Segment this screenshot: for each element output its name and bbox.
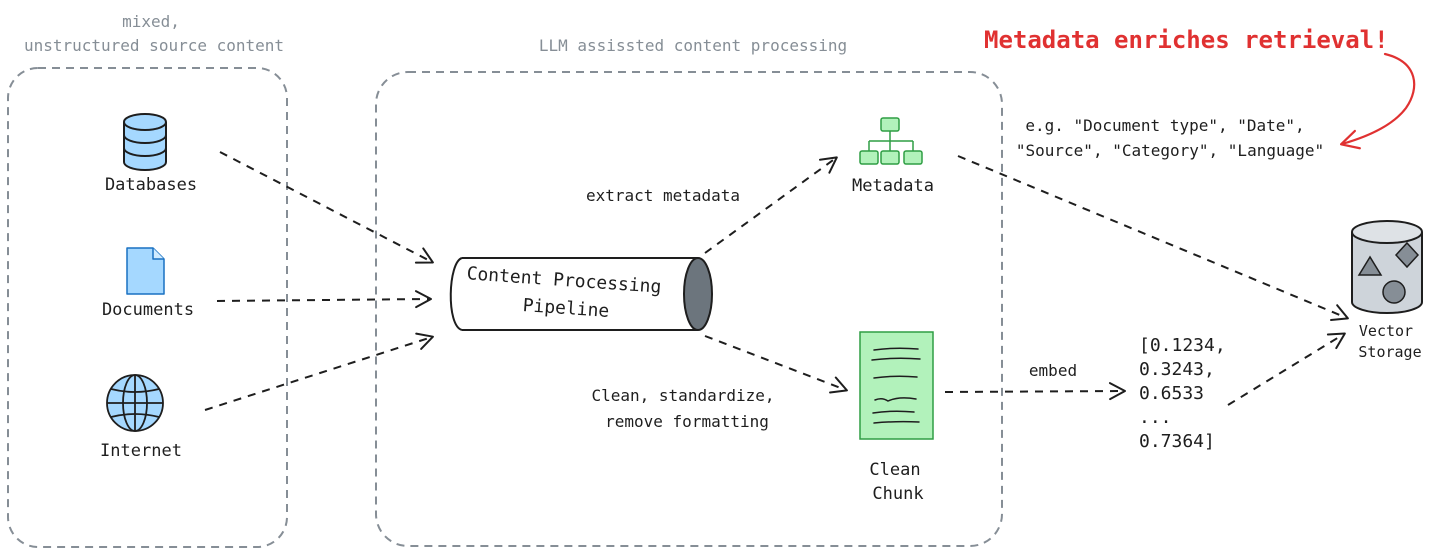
globe-icon xyxy=(106,374,164,432)
processing-group-frame xyxy=(375,71,1003,547)
processing-group-title: LLM assissted content processing xyxy=(538,36,848,55)
label-clean-chunk-line1: Clean xyxy=(869,460,921,480)
arrow-vector-to-storage xyxy=(1227,332,1346,406)
arrow-databases-to-pipeline xyxy=(219,151,434,264)
vector-value: ... xyxy=(1139,407,1172,428)
label-clean-line1: Clean, standardize, xyxy=(591,386,775,405)
label-extract-metadata: extract metadata xyxy=(585,186,741,205)
label-clean-line2: remove formatting xyxy=(605,412,769,431)
embedding-vector: [0.1234, 0.3243, 0.6533 ... 0.7364] xyxy=(1139,334,1226,454)
database-icon xyxy=(123,113,167,171)
label-internet: Internet xyxy=(100,441,182,461)
label-databases: Databases xyxy=(104,175,198,195)
annotation-example-line2: "Source", "Category", "Language" xyxy=(1015,141,1325,160)
source-group-title-line2: unstructured source content xyxy=(23,36,285,55)
arrow-documents-to-pipeline xyxy=(216,290,432,309)
vector-storage-icon xyxy=(1351,220,1423,314)
arrow-chunk-to-vector xyxy=(944,382,1126,401)
arrow-pipeline-to-chunk xyxy=(704,335,848,394)
label-embed: embed xyxy=(1028,361,1078,380)
annotation-example-line1: e.g. "Document type", "Date", xyxy=(1025,116,1305,135)
arrow-pipeline-to-metadata xyxy=(704,156,838,254)
source-group-title-line1: mixed, xyxy=(122,12,180,31)
vector-value: [0.1234, xyxy=(1139,335,1226,356)
annotation-headline: Metadata enriches retrieval! xyxy=(984,26,1389,54)
arrow-internet-to-pipeline xyxy=(204,332,434,411)
annotation-arrow xyxy=(1339,52,1416,150)
label-vector-line1: Vector xyxy=(1358,322,1414,340)
label-metadata: Metadata xyxy=(852,176,934,196)
arrow-metadata-to-storage xyxy=(957,155,1349,322)
pipeline-cylinder-icon xyxy=(449,257,713,331)
document-icon xyxy=(126,247,165,295)
clean-chunk-icon xyxy=(859,331,934,440)
vector-value: 0.7364] xyxy=(1139,431,1215,452)
hierarchy-icon xyxy=(859,117,923,165)
source-group-frame xyxy=(7,67,288,548)
label-documents: Documents xyxy=(101,300,195,320)
vector-value: 0.3243, xyxy=(1139,359,1215,380)
vector-value: 0.6533 xyxy=(1139,383,1205,404)
label-clean-chunk-line2: Chunk xyxy=(872,484,924,504)
label-vector-line2: Storage xyxy=(1358,343,1422,361)
